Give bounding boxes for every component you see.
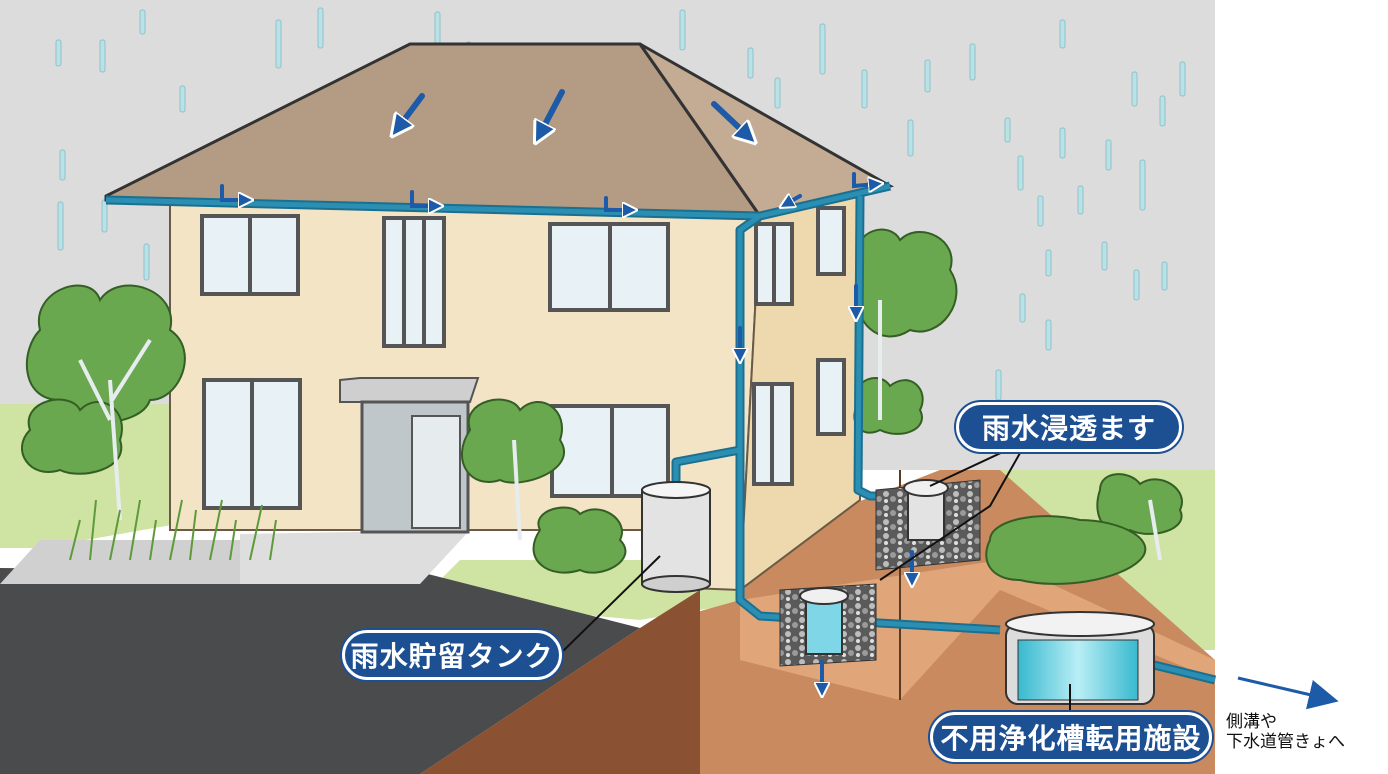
infiltration-basin-upper [875,479,981,571]
sidewalk [0,540,240,584]
roof-arrow-3 [711,101,748,136]
outflow-caption: 側溝や 下水道管きょへ [1226,712,1345,752]
rain-storage-tank [641,481,711,593]
infiltration-basin-label: 雨水浸透ます [956,402,1182,452]
roof-arrow-2 [540,89,565,134]
infiltration-basin-lower [779,583,877,667]
roof-arrow-1 [398,93,425,128]
storage-tank-label: 雨水貯留タンク [342,630,562,680]
grass [69,499,277,561]
gutter-arrow-5 [852,172,876,186]
windows [200,206,846,510]
gutter-arrow-1 [220,184,246,200]
door-panel [411,415,461,529]
flow-arrows [220,89,912,690]
outflow-line-2: 下水道管きょへ [1226,732,1345,752]
septic-conversion-label: 不用浄化槽転用施設 [930,712,1212,762]
gutter-arrow-3 [604,196,630,210]
gutter-arrow-4 [786,196,802,204]
entrance-canopy [339,377,480,403]
road [0,568,640,774]
soil-side [420,590,700,774]
right-margin [1215,0,1388,774]
gutter-arrow-2 [410,190,436,206]
septic-conversion-tank [1005,611,1155,705]
tree-trunks [78,300,1162,561]
walkway [240,530,470,584]
outflow-line-1: 側溝や [1226,712,1277,732]
outflow-arrow [1237,676,1339,710]
